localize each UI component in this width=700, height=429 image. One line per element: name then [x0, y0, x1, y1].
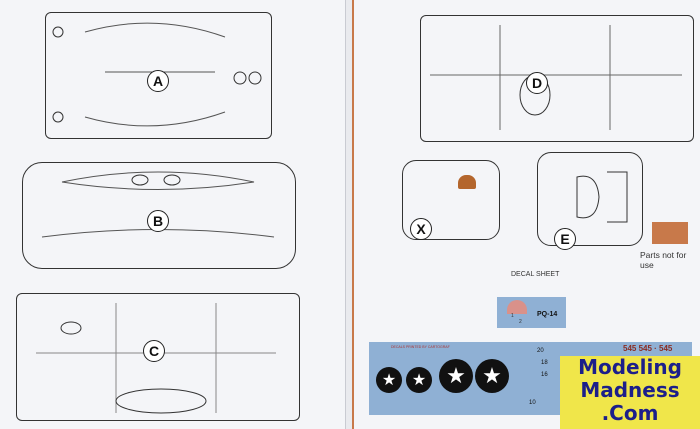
sprue-e-parts — [576, 171, 628, 223]
serial-code-decals: 545 545 · 545 — [623, 344, 673, 353]
sprue-label-d: D — [526, 72, 548, 94]
parts-not-for-use-swatch — [652, 222, 688, 244]
sprue-label-b: B — [147, 210, 169, 232]
sprue-label-c: C — [143, 340, 165, 362]
sprue-b-frame — [22, 162, 296, 269]
sprue-d-frame — [420, 15, 694, 142]
sprue-x-clear-part — [458, 175, 476, 189]
sprue-label-e: E — [554, 228, 576, 250]
star-insignia-small: ★ — [376, 367, 402, 393]
watermark-line: Modeling — [578, 355, 682, 379]
instrument-panel-decal — [507, 300, 527, 314]
sprue-x-frame — [402, 160, 500, 240]
decal-number: 1 — [511, 313, 514, 319]
sprue-c-frame — [16, 293, 300, 421]
decal-number: 2 — [519, 319, 522, 325]
decal-sheet-title: DECAL SHEET — [511, 271, 560, 278]
watermark-line: Madness — [580, 378, 680, 402]
star-insignia-small: ★ — [406, 367, 432, 393]
star-insignia-large: ★ — [475, 359, 509, 393]
small-decal-sheet: 1 2 PQ-14 — [497, 297, 566, 328]
decal-number: 16 — [541, 372, 548, 378]
decal-printer-text: DECALS PRINTED BY CARTOGRAF — [391, 345, 450, 349]
sprue-a-frame — [45, 12, 272, 139]
modeling-madness-watermark: Modeling Madness .Com — [560, 356, 700, 429]
watermark-line: .Com — [601, 401, 659, 425]
left-instruction-page: A B C — [0, 0, 346, 429]
sprue-d-parts — [430, 25, 682, 130]
sprue-label-a: A — [147, 70, 169, 92]
sprue-label-x: X — [410, 218, 432, 240]
star-insignia-large: ★ — [439, 359, 473, 393]
decal-number: 20 — [537, 348, 544, 354]
decal-number: 18 — [541, 360, 548, 366]
pq14-decal-text: PQ-14 — [537, 311, 558, 318]
decal-number: 10 — [529, 400, 536, 406]
sprue-e-frame — [537, 152, 643, 246]
parts-not-for-use-label: Parts not for use — [640, 250, 687, 270]
